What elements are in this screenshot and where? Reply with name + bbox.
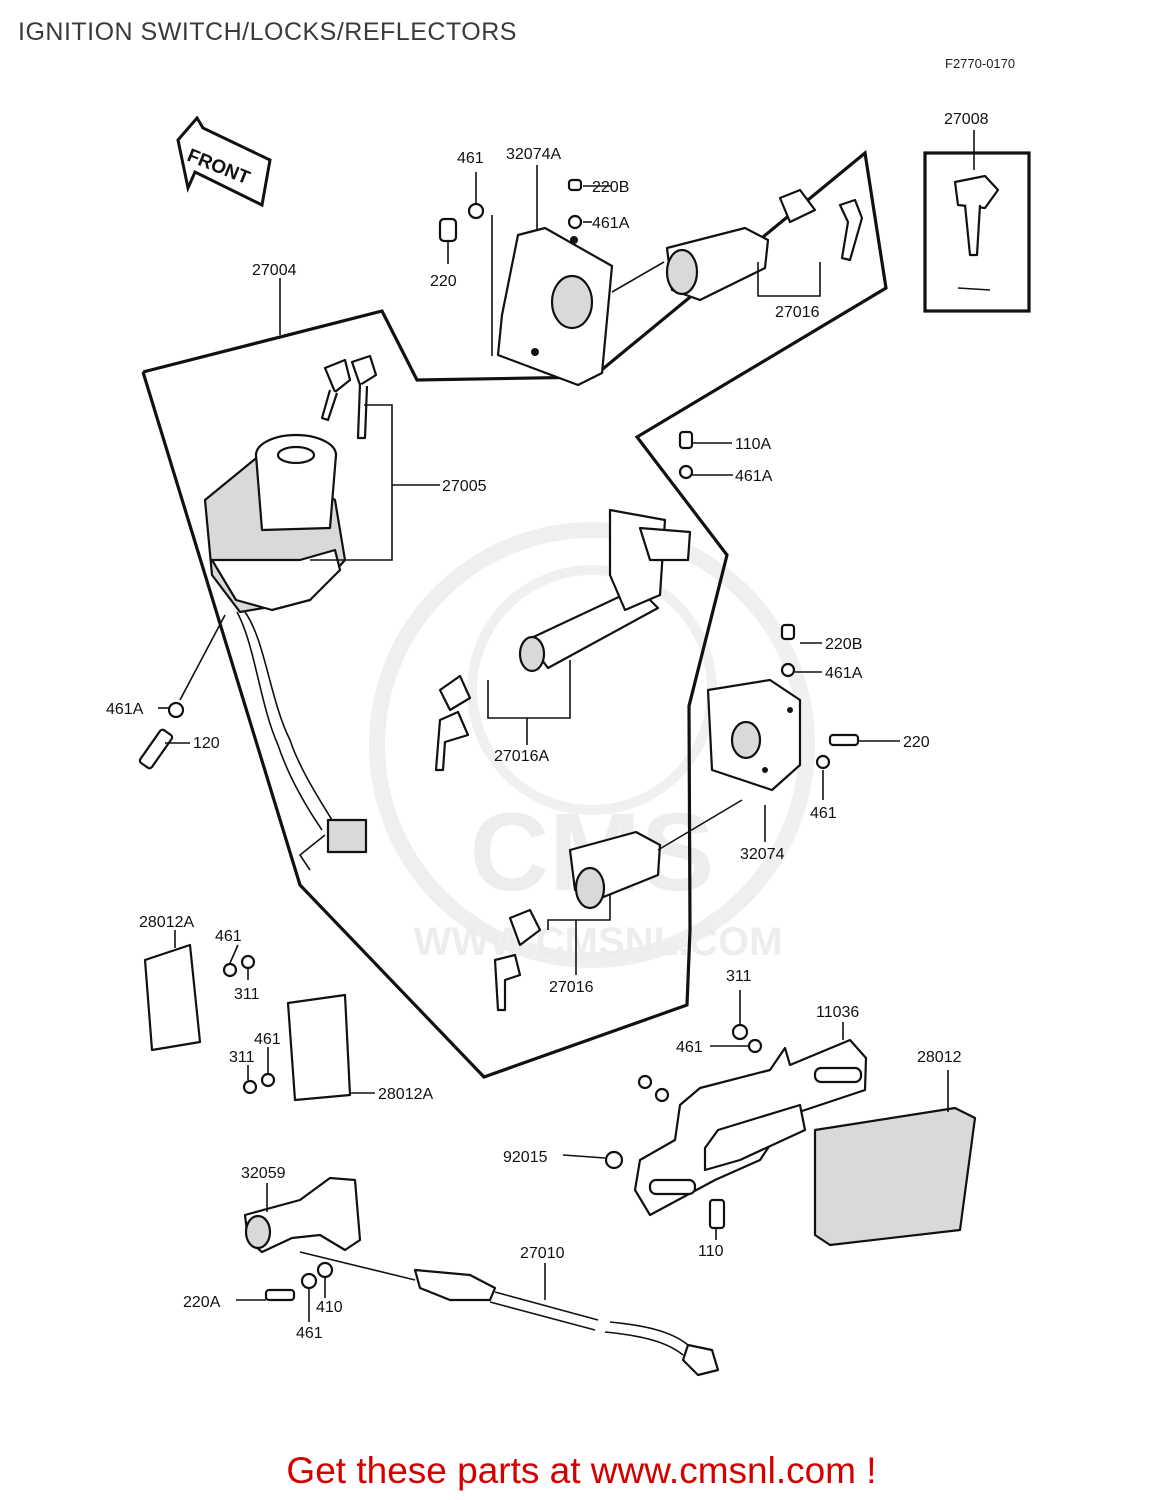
label-461-left2: 461 — [254, 1031, 281, 1048]
leader-lines — [158, 130, 975, 1322]
label-220: 220 — [430, 273, 457, 290]
plate-32074-part — [706, 678, 802, 792]
label-32074: 32074 — [740, 846, 785, 863]
label-461A-mid: 461A — [735, 468, 773, 485]
label-27016A: 27016A — [494, 748, 549, 765]
label-220A: 220A — [183, 1294, 221, 1311]
label-461A: 461A — [592, 215, 630, 232]
lock-27016-top-part — [611, 188, 864, 302]
bracket-11036-part — [633, 1038, 868, 1217]
label-461-left: 461 — [215, 928, 242, 945]
watermark-url: WWW.CMSNL.COM — [414, 920, 783, 964]
label-110: 110 — [698, 1243, 724, 1260]
label-27010: 27010 — [520, 1245, 565, 1262]
label-461A-left: 461A — [106, 701, 144, 718]
label-461-bottom: 461 — [296, 1325, 323, 1342]
label-120: 120 — [193, 735, 220, 752]
label-27008: 27008 — [944, 111, 989, 128]
switch-27010-part — [413, 1268, 720, 1377]
label-92015: 92015 — [503, 1149, 548, 1166]
label-220B-mid: 220B — [825, 636, 862, 653]
parts-diagram: CMS WWW.CMSNL.COM FRONT — [106, 111, 1031, 1377]
hardware-parts — [138, 178, 860, 1302]
label-220B: 220B — [592, 179, 629, 196]
label-32074A: 32074A — [506, 146, 561, 163]
page-title: IGNITION SWITCH/LOCKS/REFLECTORS — [18, 18, 517, 46]
assembly-border — [141, 149, 1031, 1079]
bracket-32059-part — [243, 1176, 362, 1254]
housing-32074A-part — [496, 226, 614, 387]
label-461: 461 — [457, 150, 484, 167]
label-11036: 11036 — [816, 1004, 859, 1021]
diagram-code: F2770-0170 — [945, 56, 1016, 71]
label-27005: 27005 — [442, 478, 487, 495]
label-110A: 110A — [735, 436, 772, 453]
front-arrow-icon: FRONT — [176, 115, 272, 208]
footer-cta-link[interactable]: Get these parts at www.cmsnl.com ! — [286, 1450, 877, 1491]
label-28012: 28012 — [917, 1049, 962, 1066]
lock-27016-lower-part — [493, 799, 743, 1012]
label-410: 410 — [316, 1299, 343, 1316]
label-28012A-right: 28012A — [378, 1086, 433, 1103]
label-220-right: 220 — [903, 734, 930, 751]
steering-lock-27016A-part — [434, 508, 692, 772]
label-27016: 27016 — [775, 304, 820, 321]
label-461-bracket: 461 — [676, 1039, 703, 1056]
label-311-left2: 311 — [229, 1049, 255, 1066]
label-311-left: 311 — [234, 986, 260, 1003]
label-27004: 27004 — [252, 262, 297, 279]
label-311-bracket: 311 — [726, 968, 752, 985]
label-461A-right: 461A — [825, 665, 863, 682]
reflector-28012-part — [813, 1106, 977, 1247]
part-labels: 461 32074A 220B 461A 220 27016 27008 270… — [106, 111, 989, 1342]
label-27016-mid: 27016 — [549, 979, 594, 996]
ignition-switch-part — [203, 354, 378, 871]
label-32059: 32059 — [241, 1165, 286, 1182]
label-28012A-left: 28012A — [139, 914, 194, 931]
key-27008-part — [953, 174, 1000, 291]
reflector-28012A-left-part — [143, 943, 352, 1102]
label-461-right: 461 — [810, 805, 837, 822]
